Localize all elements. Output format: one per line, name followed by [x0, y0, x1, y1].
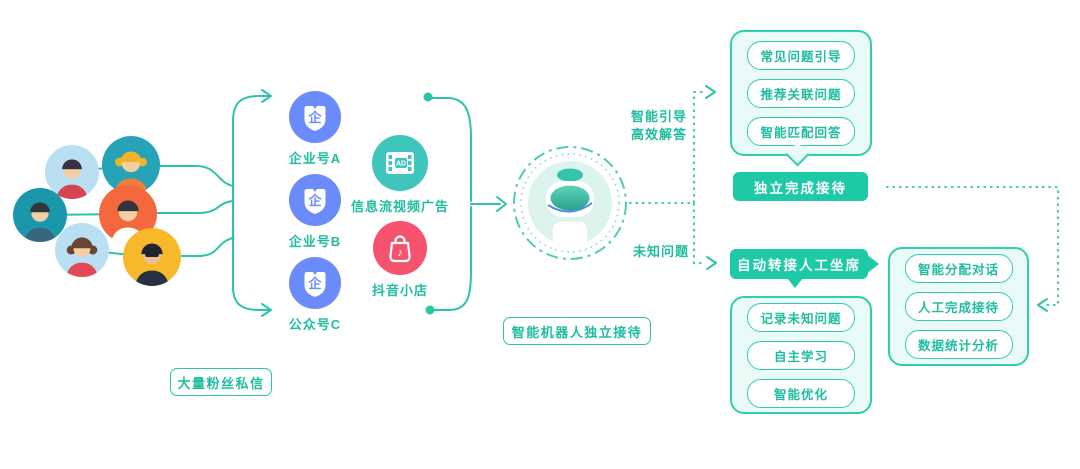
- brace-dot-bottom: [425, 305, 435, 315]
- node-enterprise-account-b: 企 企业号B: [275, 174, 355, 250]
- arrowhead-guide-panel: [705, 85, 716, 99]
- arrowhead-transfer-button: [706, 256, 717, 270]
- enterprise-shield-icon: 企: [289, 91, 341, 143]
- node-enterprise-account-a: 企 企业号A: [275, 91, 355, 167]
- dotted-loop-right: [886, 186, 1059, 306]
- avatar: [55, 223, 109, 282]
- agent-item: 智能分配对话: [904, 254, 1013, 283]
- music-note-glyph: ♪: [397, 247, 403, 259]
- ad-badge-glyph: AD: [396, 161, 406, 168]
- robot-caption: 智能机器人独立接待: [503, 317, 651, 345]
- enterprise-badge-glyph: 企: [307, 193, 322, 208]
- unknown-branch-label: 未知问题: [633, 244, 690, 259]
- enterprise-shield-icon: 企: [289, 174, 341, 226]
- connector-avatar-merge-bottom: [179, 237, 234, 257]
- connector-brace-top: [430, 97, 472, 202]
- brace-dot-top: [423, 92, 433, 102]
- learning-item: 自主学习: [747, 340, 855, 370]
- video-ad-icon: AD: [372, 135, 428, 191]
- douyin-shop-label: 抖音小店: [371, 283, 428, 298]
- transfer-button-arrow: [866, 254, 879, 274]
- guide-branch-label: 智能引导 高效解答: [631, 108, 687, 143]
- account-a-label: 企业号A: [288, 151, 342, 166]
- arrowhead-account-a: [261, 89, 272, 103]
- connector-hook-top: [232, 95, 269, 122]
- shop-bag-icon: ♪: [373, 221, 427, 275]
- robot-caption-label: 智能机器人独立接待: [511, 324, 643, 340]
- connector-hook-bottom: [232, 286, 269, 311]
- robot-icon: [508, 141, 632, 270]
- source-caption-label: 大量粉丝私信: [177, 375, 265, 391]
- learning-panel: 记录未知问题 自主学习 智能优化: [730, 296, 872, 414]
- connector-avatar-merge-top: [157, 165, 234, 187]
- guide-branch-label-line1: 智能引导: [631, 109, 688, 124]
- guide-item: 推荐关联问题: [747, 78, 855, 108]
- enterprise-shield-icon: 企: [289, 257, 341, 309]
- solo-complete-button: 独立完成接待: [733, 172, 868, 201]
- guide-branch-label-line2: 高效解答: [631, 126, 688, 142]
- guide-item: 智能匹配回答: [747, 116, 855, 146]
- avatar: [13, 188, 67, 247]
- arrowhead-account-c: [261, 303, 272, 317]
- connector-avatar-merge-mid: [155, 200, 234, 214]
- dotted-branch-up: [693, 91, 703, 203]
- source-caption: 大量粉丝私信: [170, 368, 272, 396]
- avatar: [45, 145, 99, 204]
- arrowhead-agent-panel: [1037, 298, 1048, 312]
- guide-item: 常见问题引导: [747, 40, 855, 70]
- enterprise-badge-glyph: 企: [307, 276, 322, 291]
- agent-item: 人工完成接待: [904, 292, 1013, 321]
- feed-video-ad-label: 信息流视频广告: [350, 199, 449, 214]
- account-c-label: 公众号C: [288, 317, 342, 332]
- transfer-to-agent-button: 自动转接人工坐席: [730, 249, 868, 279]
- agent-item: 数据统计分析: [904, 330, 1013, 359]
- learning-item: 智能优化: [747, 378, 855, 408]
- arrowhead-robot: [496, 196, 507, 212]
- node-feed-video-ad: AD 信息流视频广告: [350, 135, 450, 215]
- account-b-label: 企业号B: [288, 234, 342, 249]
- avatar: [123, 228, 181, 291]
- agent-panel: 智能分配对话 人工完成接待 数据统计分析: [888, 247, 1029, 366]
- transfer-button-tail: [787, 278, 803, 288]
- node-douyin-shop: ♪ 抖音小店: [350, 221, 450, 299]
- connector-brace-bottom: [432, 206, 472, 311]
- guide-panel: 常见问题引导 推荐关联问题 智能匹配回答: [730, 30, 872, 156]
- dotted-branch-down: [693, 203, 704, 264]
- learning-item: 记录未知问题: [747, 302, 855, 332]
- node-public-account-c: 企 公众号C: [275, 257, 355, 333]
- enterprise-badge-glyph: 企: [307, 110, 322, 125]
